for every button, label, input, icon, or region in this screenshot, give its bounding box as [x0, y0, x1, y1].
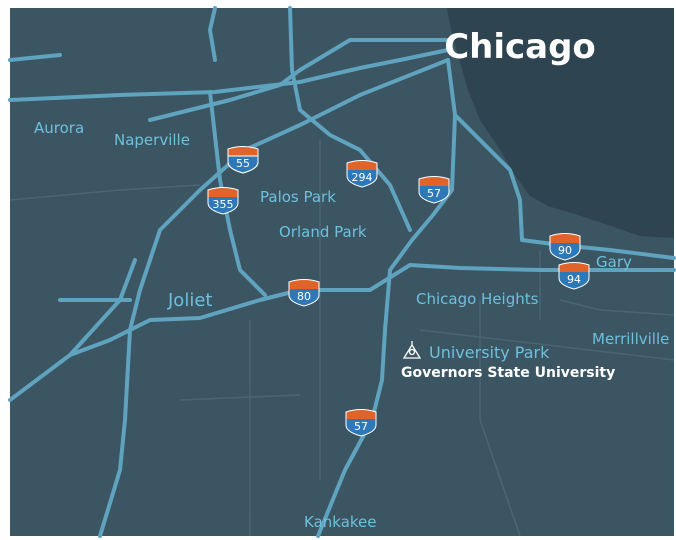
- interstate-shield-90: 90: [549, 233, 581, 261]
- shield-number: 294: [352, 171, 373, 184]
- lake-michigan: [447, 8, 674, 238]
- interstate-shield-94: 94: [558, 262, 590, 290]
- shield-number: 57: [427, 187, 441, 200]
- city-label-orland-park: Orland Park: [279, 223, 367, 241]
- interstate-shield-57-south: 57: [345, 409, 377, 437]
- highways: [8, 6, 676, 538]
- shield-number: 55: [236, 157, 250, 170]
- shield-number: 90: [558, 244, 572, 257]
- city-label-aurora: Aurora: [34, 119, 84, 137]
- shield-number: 80: [297, 290, 311, 303]
- university-marker-icon: [402, 341, 422, 359]
- shield-number: 355: [213, 198, 234, 211]
- shield-number: 57: [354, 420, 368, 433]
- shield-number: 94: [567, 273, 581, 286]
- interstate-shield-57-north: 57: [418, 176, 450, 204]
- city-label-merrillville: Merrillville: [592, 330, 669, 348]
- institution-label: Governors State University: [401, 365, 615, 381]
- local-roads: [9, 140, 675, 537]
- city-label-palos-park: Palos Park: [260, 188, 336, 206]
- interstate-shield-355: 355: [207, 187, 239, 215]
- interstate-shield-55: 55: [227, 146, 259, 174]
- city-label-chicago-heights: Chicago Heights: [416, 290, 539, 308]
- main-city-label: Chicago: [444, 27, 596, 67]
- city-label-university-park: University Park: [429, 343, 550, 362]
- city-label-gary: Gary: [596, 253, 632, 271]
- interstate-shield-294: 294: [346, 160, 378, 188]
- city-label-joliet: Joliet: [167, 290, 212, 311]
- interstate-shield-80: 80: [288, 279, 320, 307]
- city-label-naperville: Naperville: [114, 131, 190, 149]
- city-label-kankakee: Kankakee: [304, 513, 377, 531]
